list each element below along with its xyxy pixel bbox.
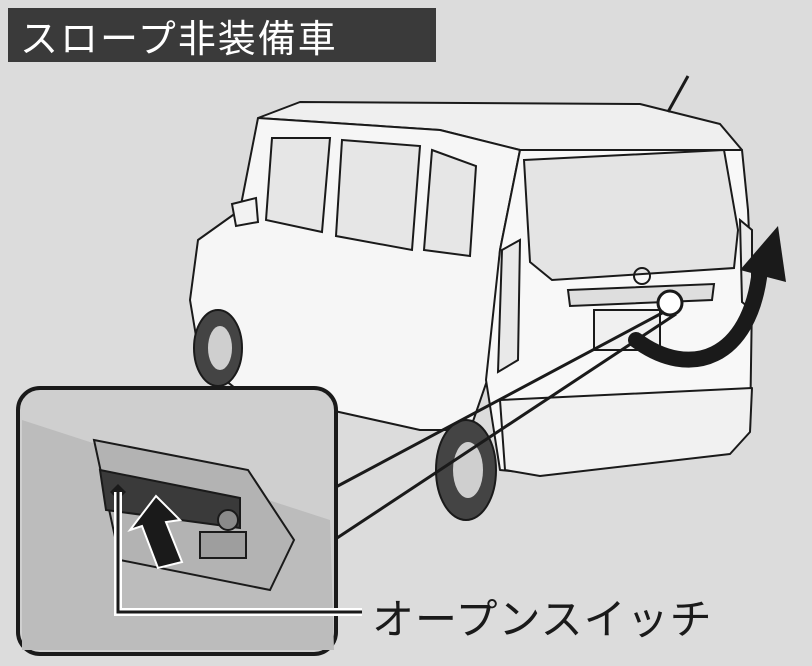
switch-detail-inset xyxy=(16,386,338,656)
open-switch-label: オープンスイッチ xyxy=(372,595,713,644)
rear-window xyxy=(522,148,740,282)
side-window-rear xyxy=(422,148,478,258)
section-title: スロープ非装備車 xyxy=(20,16,338,61)
section-title-banner: スロープ非装備車 xyxy=(8,8,436,62)
open-switch-location-marker xyxy=(656,289,684,317)
antenna xyxy=(666,75,690,113)
wheel-rear xyxy=(435,419,497,521)
side-window-middle xyxy=(334,138,422,252)
tail-light-left xyxy=(496,238,522,374)
open-direction-arrow xyxy=(628,226,786,368)
callout-connector-lower xyxy=(333,312,677,542)
wheel-front xyxy=(193,309,243,387)
side-mirror xyxy=(230,196,260,228)
side-window-front xyxy=(264,137,332,234)
rear-emblem xyxy=(633,267,651,285)
press-arrow xyxy=(127,494,184,570)
callout-connector-upper xyxy=(333,310,665,490)
